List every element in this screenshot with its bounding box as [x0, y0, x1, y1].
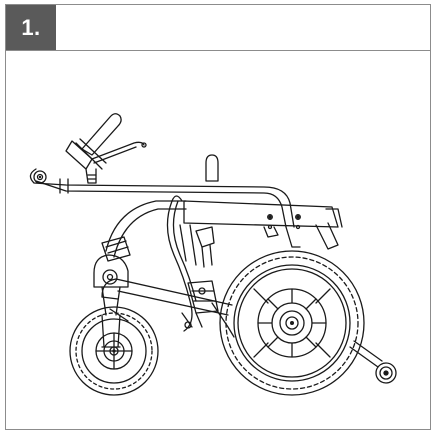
rear-wheel: [219, 250, 365, 396]
top-rail: [29, 154, 295, 228]
step-number-badge: 1.: [6, 5, 56, 50]
front-fork: [93, 254, 129, 348]
header-divider: [6, 50, 430, 51]
push-handle: [65, 113, 147, 184]
anti-tip-wheel: [349, 340, 397, 384]
instruction-panel: 1.: [5, 4, 431, 430]
brake-cable: [166, 195, 197, 332]
front-wheel: [69, 306, 159, 396]
wheelchair-illustration: [29, 113, 397, 396]
lower-frame: [101, 226, 235, 338]
seat-frame: [179, 200, 343, 266]
